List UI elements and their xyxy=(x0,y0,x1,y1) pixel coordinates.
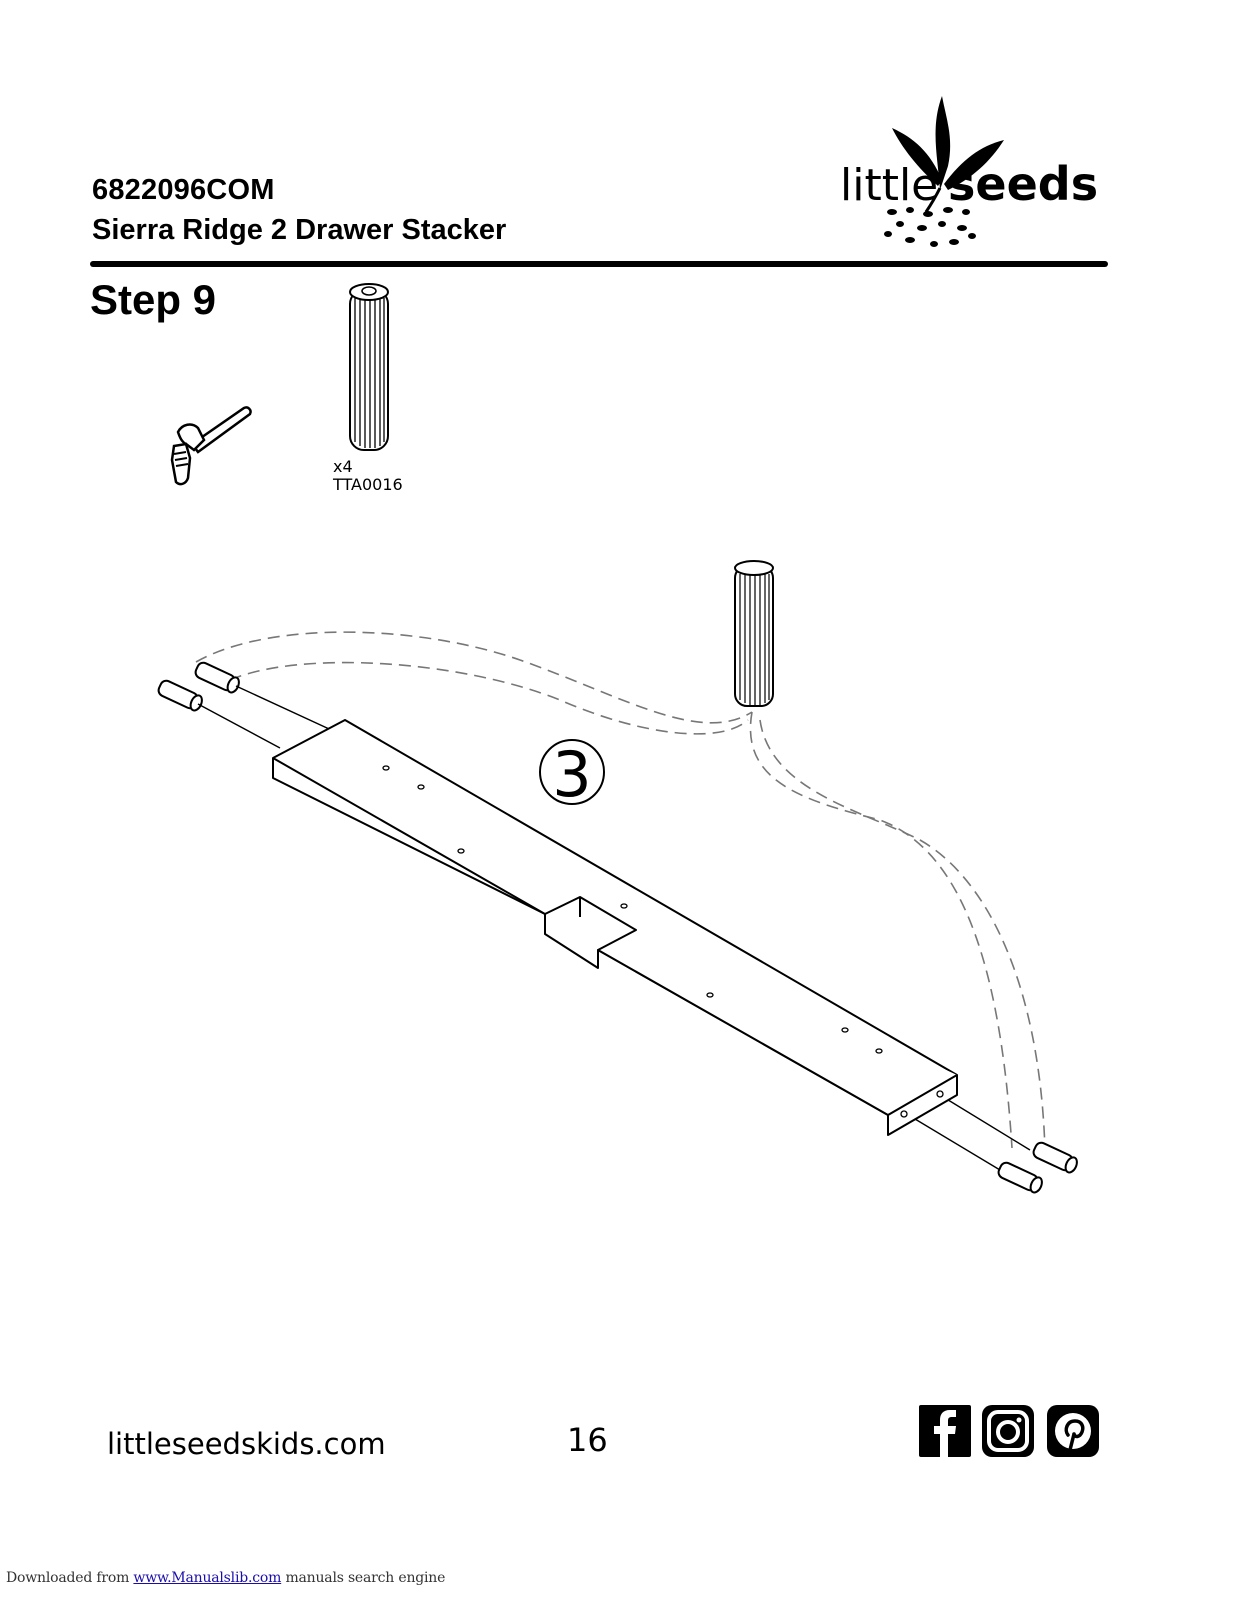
littleseeds-logo: little seeds xyxy=(840,96,1098,247)
part-callout: x4 TTA0016 xyxy=(333,458,403,494)
model-number: 6822096COM xyxy=(92,174,275,206)
page-number: 16 xyxy=(567,1421,608,1459)
panel-board xyxy=(272,719,958,1136)
panel-number: 3 xyxy=(552,738,591,811)
header-divider xyxy=(90,261,1108,267)
pinterest-icon[interactable] xyxy=(1046,1404,1100,1458)
logo-word-seeds: seeds xyxy=(948,157,1098,211)
dowel-part-icon xyxy=(349,283,389,451)
facebook-icon[interactable] xyxy=(918,1404,972,1458)
step-title: Step 9 xyxy=(90,276,217,323)
part-quantity: x4 xyxy=(333,457,353,476)
panel-number-callout: 3 xyxy=(539,738,605,811)
download-prefix: Downloaded from xyxy=(6,1570,134,1586)
download-footer: Downloaded from www.Manualslib.com manua… xyxy=(6,1570,445,1586)
dowel-large xyxy=(734,560,774,707)
manualslib-link[interactable]: www.Manualslib.com xyxy=(133,1570,282,1586)
part-code: TTA0016 xyxy=(333,475,403,494)
website-link[interactable]: littleseedskids.com xyxy=(107,1427,386,1461)
assembly-diagram: 3 xyxy=(157,560,1078,1194)
logo-word-little: little xyxy=(840,160,938,211)
hammer-icon xyxy=(170,406,252,486)
social-icons xyxy=(918,1402,1100,1458)
product-name: Sierra Ridge 2 Drawer Stacker xyxy=(92,214,507,246)
download-suffix: manuals search engine xyxy=(281,1570,446,1586)
instagram-icon[interactable] xyxy=(981,1404,1035,1458)
